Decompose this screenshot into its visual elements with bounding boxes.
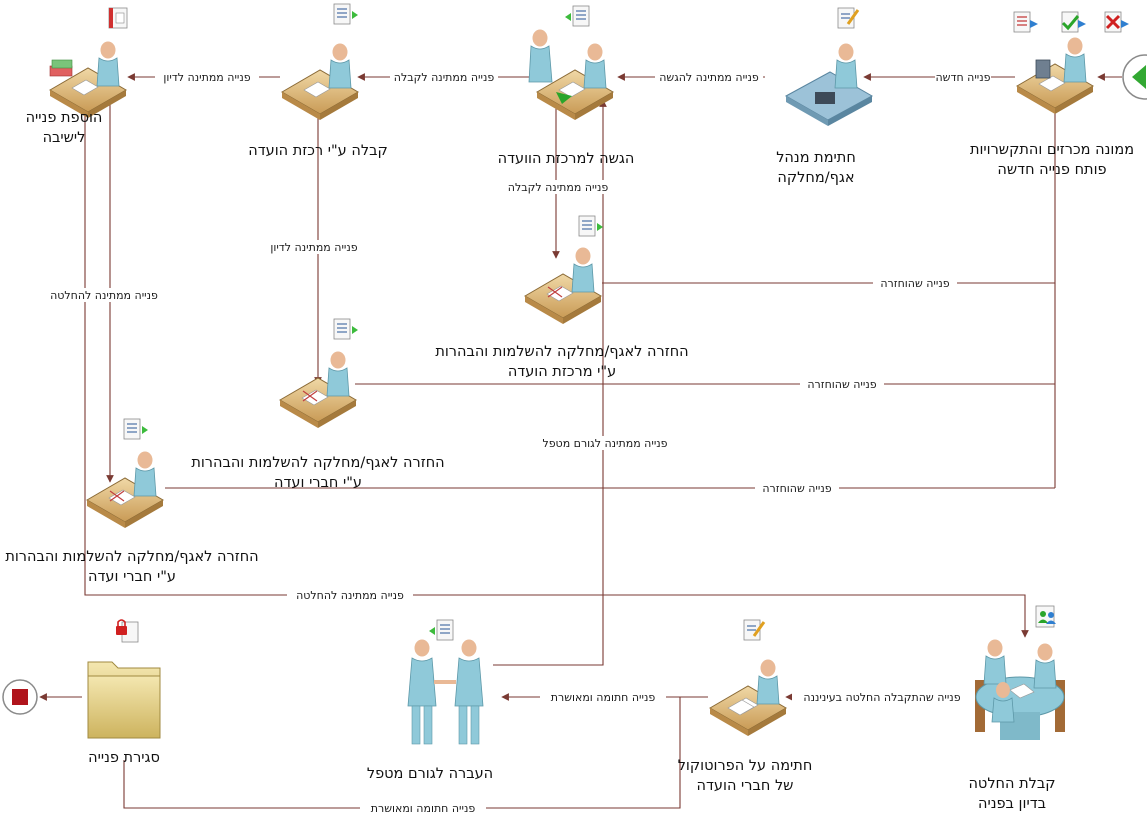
node-new-request-line2: פותח פנייה חדשה bbox=[997, 162, 1106, 178]
edge-label-pending-decision-bottom: פנייה ממתינה להחלטה bbox=[296, 589, 404, 602]
node-new-request-line1: ממונה מכרזים והתקשרויות bbox=[970, 142, 1134, 158]
node-return-members-1-line1: החזרה לאגף/מחלקה להשלמות והבהרות bbox=[191, 455, 444, 471]
node-return-members-1-line2: ע"י חברי ועדה bbox=[274, 475, 362, 491]
node-manager-sign-line2: אגף/מחלקה bbox=[777, 170, 854, 186]
node-return-members-2-line1: החזרה לאגף/מחלקה להשלמות והבהרות bbox=[5, 549, 258, 565]
edge-pending-handler bbox=[493, 99, 607, 666]
edit-document-icon bbox=[743, 619, 766, 641]
node-add-meeting-line2: לישיבה bbox=[43, 130, 86, 146]
edge-label-pending-discussion-mid: פנייה ממתינה לדיון bbox=[270, 241, 357, 254]
document-icon bbox=[578, 215, 604, 237]
approve-icon bbox=[1061, 11, 1086, 33]
edge-label-pending-decision-left: פנייה ממתינה להחלטה bbox=[50, 289, 158, 302]
node-transfer: העברה לגורם מטפל bbox=[367, 619, 493, 782]
edge-pending-decision-bottom bbox=[84, 100, 1029, 638]
node-return-center-line1: החזרה לאגף/מחלקה להשלמות והבהרות bbox=[435, 344, 688, 360]
list-icon bbox=[1013, 11, 1038, 33]
edge-returned-1 bbox=[602, 101, 1059, 284]
node-protocol-sign-line2: של חברי הועדה bbox=[697, 778, 794, 794]
edge-label-signed-approved-2: פנייה חתומה ומאושרת bbox=[371, 802, 476, 815]
edge-label-returned-3: פנייה שהוחזרה bbox=[762, 482, 831, 495]
node-return-members-1: החזרה לאגף/מחלקה להשלמות והבהרות ע"י חבר… bbox=[191, 318, 445, 491]
edge-label-pending-submit: פנייה ממתינה להגשה bbox=[659, 71, 759, 84]
edge-labels: פנייה חדשה פנייה ממתינה להגשה פנייה ממתי… bbox=[47, 70, 991, 815]
node-new-request: ממונה מכרזים והתקשרויות פותח פנייה חדשה bbox=[970, 11, 1134, 178]
node-decision: קבלת החלטה בדיון בפניה bbox=[968, 605, 1065, 812]
users-icon bbox=[1035, 605, 1056, 628]
node-manager-sign: חתימת מנהל אגף/מחלקה bbox=[776, 7, 874, 186]
edge-label-returned-2: פנייה שהוחזרה bbox=[807, 378, 876, 391]
document-icon bbox=[428, 619, 454, 641]
document-icon bbox=[333, 318, 359, 340]
edge-signed-approved-2 bbox=[123, 697, 681, 809]
node-protocol-sign: חתימה על הפרוטוקול של חברי הועדה bbox=[678, 619, 813, 794]
node-submit-center-line1: הגשה למרכזת הוועדה bbox=[498, 151, 635, 167]
document-icon bbox=[564, 5, 590, 27]
node-transfer-line1: העברה לגורם מטפל bbox=[367, 766, 493, 782]
edge-label-signed-approved-1: פנייה חתומה ומאושרת bbox=[551, 691, 656, 704]
document-icon bbox=[123, 418, 149, 440]
end-event bbox=[2, 679, 38, 715]
node-return-members-2-line2: ע"י חברי ועדה bbox=[88, 569, 176, 585]
node-receive-center-line1: קבלה ע"י רכזת הועדה bbox=[248, 143, 388, 159]
node-add-meeting: הוספת פנייה לישיבה bbox=[26, 7, 128, 146]
reject-icon bbox=[1104, 11, 1129, 33]
node-return-members-2: החזרה לאגף/מחלקה להשלמות והבהרות ע"י חבר… bbox=[5, 418, 259, 585]
edge-label-decision-made: פנייה שהתקבלה החלטה בעיניננה bbox=[803, 691, 960, 704]
edge-label-pending-receive-mid: פנייה ממתינה לקבלה bbox=[508, 181, 609, 194]
node-submit-center: הגשה למרכזת הוועדה bbox=[498, 5, 635, 167]
edge-label-pending-handler: פנייה ממתינה לגורם מטפל bbox=[542, 437, 667, 450]
node-return-center-line2: ע"י מרכזת הועדה bbox=[508, 364, 616, 380]
edge-label-returned-1: פנייה שהוחזרה bbox=[880, 277, 949, 290]
document-icon bbox=[333, 3, 359, 25]
node-add-meeting-line1: הוספת פנייה bbox=[26, 110, 103, 126]
locked-document-icon bbox=[116, 619, 139, 643]
node-close: סגירת פנייה bbox=[87, 619, 161, 766]
calendar-document-icon bbox=[108, 7, 128, 29]
edge-label-new: פנייה חדשה bbox=[935, 71, 990, 84]
node-receive-center: קבלה ע"י רכזת הועדה bbox=[248, 3, 388, 159]
node-close-line1: סגירת פנייה bbox=[88, 750, 160, 766]
node-manager-sign-line1: חתימת מנהל bbox=[776, 150, 856, 166]
node-protocol-sign-line1: חתימה על הפרוטוקול bbox=[678, 758, 813, 774]
node-return-center: החזרה לאגף/מחלקה להשלמות והבהרות ע"י מרכ… bbox=[435, 215, 689, 380]
node-decision-line1: קבלת החלטה bbox=[968, 776, 1055, 792]
edit-document-icon bbox=[837, 7, 860, 29]
edge-label-pending-discussion-top: פנייה ממתינה לדיון bbox=[163, 71, 250, 84]
start-event bbox=[1122, 54, 1147, 100]
edge-label-pending-receive-top: פנייה ממתינה לקבלה bbox=[394, 71, 495, 84]
node-decision-line2: בדיון בפניה bbox=[978, 796, 1046, 812]
